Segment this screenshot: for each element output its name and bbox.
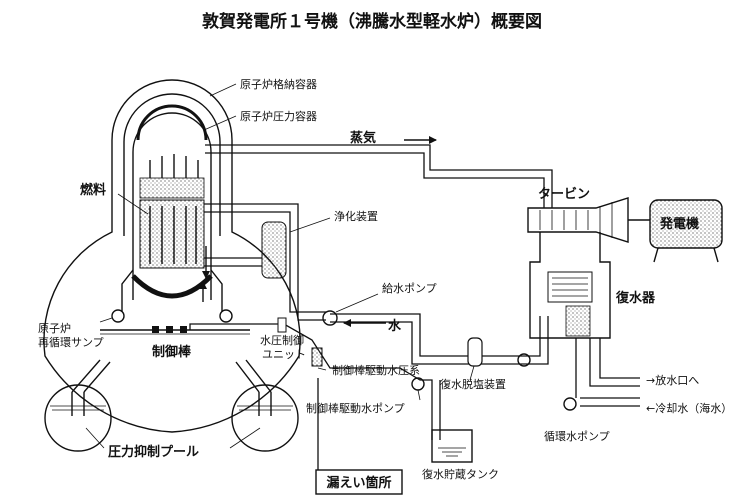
label-turbine: タービン	[538, 186, 590, 202]
pressure-vessel	[111, 104, 233, 323]
label-water: 水	[388, 318, 402, 334]
label-generator: 発電機	[659, 216, 699, 232]
turbine	[527, 197, 650, 243]
label-steam: 蒸気	[350, 130, 376, 146]
label-recirc-sump-1: 原子炉	[38, 322, 71, 335]
demineralizer-vessel	[467, 337, 483, 367]
label-demineralizer: 復水脱塩装置	[440, 377, 506, 391]
cleanup-line	[204, 203, 326, 321]
label-fuel: 燃料	[80, 182, 106, 198]
label-suppression-pool: 圧力抑制プール	[108, 444, 199, 460]
label-crd-pump: 制御棒駆動水ポンプ	[306, 401, 405, 415]
condensate-storage-tank	[431, 429, 473, 463]
label-recirc-sump-2: 再循環サンプ	[38, 336, 104, 349]
main-steam-line	[205, 144, 553, 208]
label-hcu-1: 水圧制御	[260, 333, 304, 347]
label-crd-hydraulic: 制御棒駆動水圧系	[332, 363, 420, 377]
label-feedwater-pump: 給水ポンプ	[382, 281, 437, 295]
label-control-rod: 制御棒	[152, 344, 192, 360]
suppression-pool-left	[44, 359, 112, 452]
suppression-pool-right	[231, 359, 299, 452]
label-cooling-water: ←冷却水（海水）	[646, 401, 732, 415]
label-circ-pump: 循環水ポンプ	[544, 430, 610, 443]
label-purification: 浄化装置	[334, 209, 378, 223]
leak-location-box: 漏えい箇所	[315, 469, 403, 495]
diagram-title: 敦賀発電所１号機（沸騰水型軽水炉）概要図	[202, 11, 542, 32]
condenser	[529, 232, 640, 411]
control-rod-drives	[152, 326, 187, 333]
label-hcu-2: ユニット	[262, 348, 306, 361]
label-leak-location: 漏えい箇所	[326, 475, 391, 491]
generator	[649, 199, 723, 263]
feedwater-line	[330, 313, 549, 365]
label-containment-vessel: 原子炉格納容器	[240, 77, 317, 91]
label-pressure-vessel: 原子炉圧力容器	[240, 109, 317, 123]
label-condensate-tank: 復水貯蔵タンク	[422, 468, 499, 481]
crd-line	[189, 323, 441, 440]
label-condenser: 復水器	[615, 290, 656, 306]
label-to-outlet: →放水口へ	[646, 373, 699, 387]
